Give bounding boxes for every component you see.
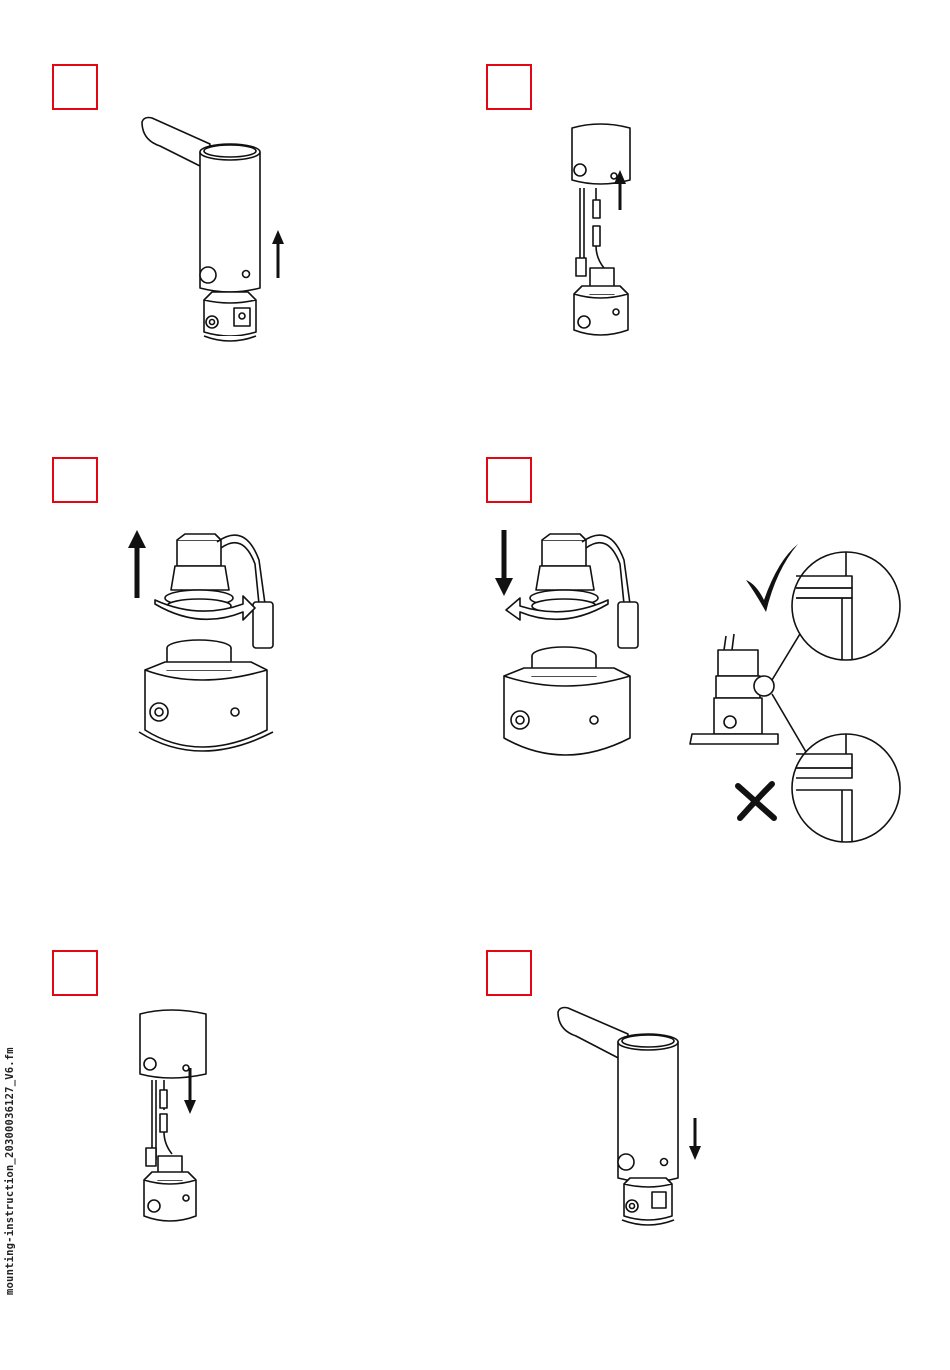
step-4-cartridge-screw-in-illustration	[490, 520, 660, 770]
step-1-number-box	[52, 64, 98, 110]
step-6-number-box	[486, 950, 532, 996]
document-file-name: mounting-instruction_20300036127_V6.fm	[4, 1047, 16, 1295]
step-5-number-box	[52, 950, 98, 996]
step-4-detail-comparison	[686, 540, 906, 850]
step-1-faucet-lift-illustration	[130, 110, 300, 350]
step-2-number-box	[486, 64, 532, 110]
step-3-number-box	[52, 457, 98, 503]
step-2-cable-disconnect-illustration	[560, 118, 680, 348]
step-3-cartridge-unscrew-illustration	[125, 520, 295, 760]
step-6-faucet-lower-illustration	[550, 1000, 720, 1240]
check-mark-icon	[746, 544, 798, 612]
step-4-number-box	[486, 457, 532, 503]
cross-mark-icon	[738, 784, 774, 818]
step-5-reconnect-lower-illustration	[130, 1010, 250, 1230]
